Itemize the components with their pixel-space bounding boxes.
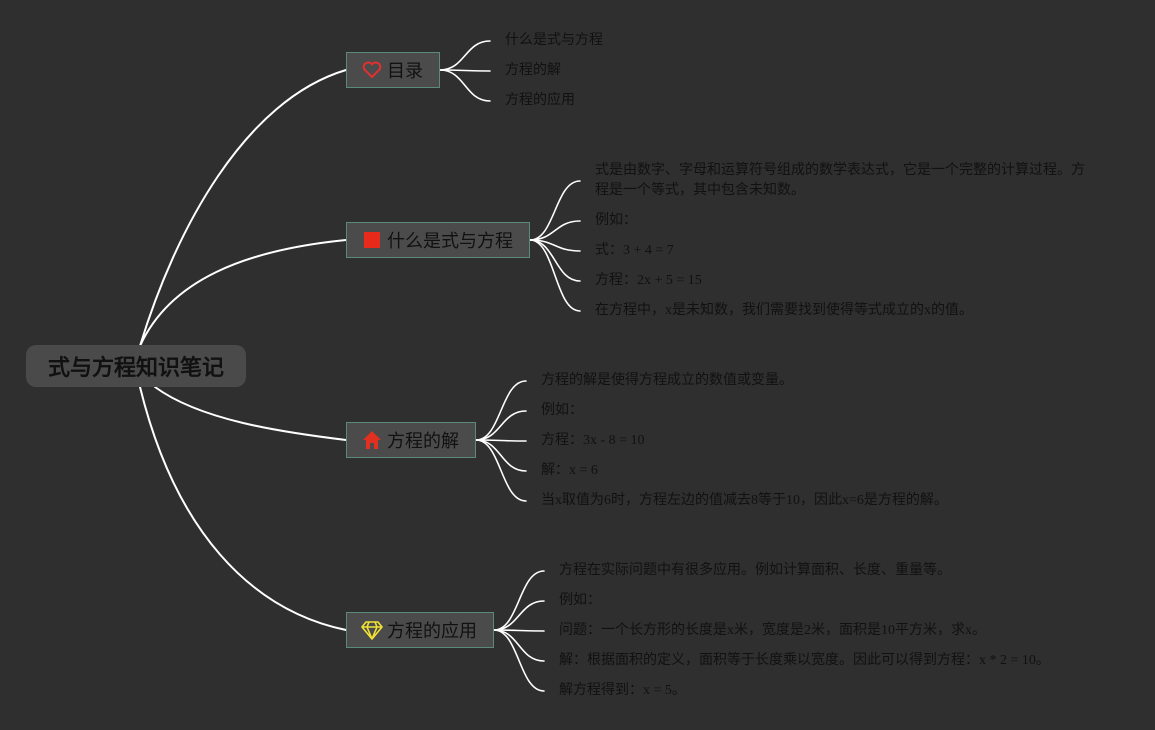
leaf-item[interactable]: 式：3 + 4 = 7 [595,243,674,258]
branch-to-leaf-line [493,600,545,631]
branch-what-is[interactable]: 什么是式与方程 [346,222,530,258]
leaf-item[interactable]: 方程的解 [505,63,561,78]
diamond-icon [361,619,383,641]
branch-to-leaf-line [439,40,491,71]
branch-to-leaf-line [529,220,581,241]
branch-to-leaf-line [493,629,545,662]
branch-to-leaf-line [475,410,527,441]
leaf-item[interactable]: 例如： [559,593,601,608]
branch-label: 什么是式与方程 [387,231,513,252]
leaf-item[interactable]: 方程：2x + 5 = 15 [595,273,702,288]
branch-to-leaf-line [475,439,527,472]
branch-application[interactable]: 方程的应用 [346,612,494,648]
root-topic[interactable]: 式与方程知识笔记 [26,345,246,387]
leaf-item[interactable]: 解：根据面积的定义，面积等于长度乘以宽度。因此可以得到方程：x * 2 = 10… [559,653,1050,668]
root-to-branch-line [139,69,347,347]
leaf-connector-lines [439,40,581,692]
leaf-item[interactable]: 方程：3x - 8 = 10 [541,433,645,448]
leaf-item[interactable]: 解方程得到：x = 5。 [559,683,686,698]
root-title: 式与方程知识笔记 [47,356,224,381]
leaf-item[interactable]: 例如： [541,403,583,418]
root-to-branch-line [154,386,347,441]
leaf-item[interactable]: 解：x = 6 [541,463,598,478]
leaf-item[interactable]: 方程的应用 [505,93,575,108]
branch-to-leaf-line [475,439,527,502]
branch-label: 目录 [387,61,423,82]
house-icon [361,429,383,451]
branch-label: 方程的解 [387,431,459,452]
leaf-item[interactable]: 式是由数字、字母和运算符号组成的数学表达式，它是一个完整的计算过程。方程是一个等… [595,163,1085,198]
branch-to-leaf-line [529,180,581,241]
branch-contents[interactable]: 目录 [346,52,440,88]
branch-label: 方程的应用 [387,621,477,642]
root-connector-lines [139,69,347,631]
leaf-item[interactable]: 例如： [595,213,637,228]
branch-to-leaf-line [439,69,491,102]
leaf-item[interactable]: 当x取值为6时，方程左边的值减去8等于10，因此x=6是方程的解。 [541,493,948,508]
branch-to-leaf-line [529,239,581,312]
leaf-item[interactable]: 方程的解是使得方程成立的数值或变量。 [541,373,793,388]
heart-icon [361,59,383,81]
leaf-item[interactable]: 方程在实际问题中有很多应用。例如计算面积、长度、重量等。 [559,563,951,578]
leaf-item[interactable]: 在方程中，x是未知数，我们需要找到使得等式成立的x的值。 [595,303,973,318]
red-square-icon [361,229,383,251]
branch-solution[interactable]: 方程的解 [346,422,476,458]
root-to-branch-line [139,239,347,347]
branch-to-leaf-line [475,380,527,441]
branch-to-leaf-line [493,570,545,631]
leaf-item[interactable]: 问题：一个长方形的长度是x米，宽度是2米，面积是10平方米，求x。 [559,623,986,638]
root-to-branch-line [139,386,347,631]
leaf-item[interactable]: 什么是式与方程 [505,33,603,48]
branch-to-leaf-line [493,629,545,692]
